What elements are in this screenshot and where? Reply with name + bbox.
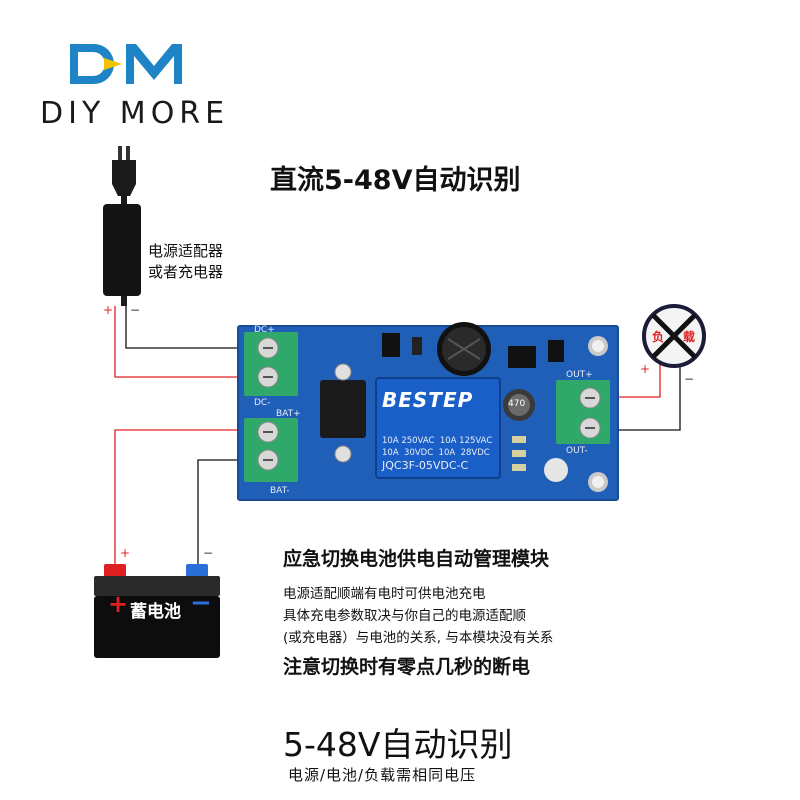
relay [375,377,501,479]
power-adapter [103,146,141,306]
adapter-plus: + [103,303,114,317]
load-plus: + [640,362,651,376]
dc-minus-label: DC- [254,398,271,408]
warning-text: 注意切换时有零点几秒的断电 [283,656,531,678]
load-symbol [642,304,706,368]
module-title: 应急切换电池供电自动管理模块 [283,548,550,570]
relay-spec-1: 10A 250VAC 10A 125VAC [382,436,493,446]
battery [94,564,220,658]
load-label-left: 负 [652,330,665,344]
bat-minus-label: BAT- [270,486,290,496]
pcb-board [237,322,619,501]
adapter-label-line1: 电源适配器 [148,242,224,260]
battery-plus-sign: + [108,590,129,618]
load-minus: − [684,372,695,386]
bat-plus-label: BAT+ [276,409,301,419]
adapter-label: 电源适配器 或者充电器 [148,241,223,283]
adapter-minus: − [130,303,141,317]
relay-spec-2: 10A 30VDC 10A 28VDC [382,448,490,458]
logo-mark [70,44,182,84]
note-line-3: (或充电器）与电池的关系, 与本模块没有关系 [283,630,554,646]
logo-brand-text: DIY MORE [40,96,230,131]
note-line-2: 具体充电参数取决与你自己的电源适配顺 [283,608,526,624]
footer-title: 5-48V自动识别 [283,725,513,764]
load-label-right: 载 [683,330,696,344]
out-plus-label: OUT+ [566,370,593,380]
headline: 直流5-48V自动识别 [270,165,521,196]
relay-brand: BESTEP [382,388,474,412]
out-minus-label: OUT- [566,446,588,456]
battery-terminal-plus: + [120,546,131,560]
relay-model: JQC3F-05VDC-C [382,459,469,472]
adapter-label-line2: 或者充电器 [148,263,224,281]
battery-terminal-minus: − [203,546,214,560]
battery-label: 蓄电池 [130,602,181,622]
battery-minus-sign: − [190,588,212,618]
note-line-1: 电源适配顺端有电时可供电池充电 [283,586,486,602]
footer-subtitle: 电源/电池/负载需相同电压 [288,766,477,784]
dc-plus-label: DC+ [254,325,275,335]
inductor-label: 470 [508,399,526,409]
